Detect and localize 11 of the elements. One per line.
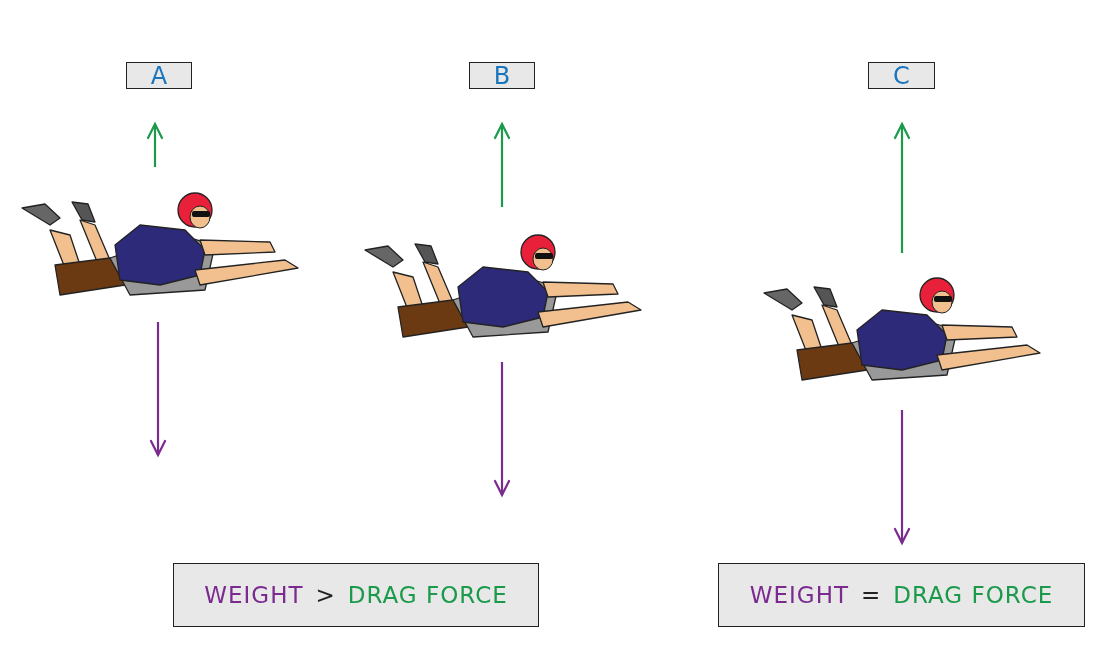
letter-label-box: B: [469, 62, 535, 89]
drag-force-term: DRAG FORCE: [893, 582, 1054, 608]
comparison-sign: =: [861, 582, 882, 608]
equation-box: [173, 563, 539, 627]
letter-label-box: A: [126, 62, 192, 89]
weight-term: WEIGHT: [204, 582, 304, 608]
drag-force-term: DRAG FORCE: [347, 582, 508, 608]
equation-box: [718, 563, 1085, 627]
letter-label-box: C: [868, 62, 935, 89]
weight-term: WEIGHT: [749, 582, 849, 608]
comparison-sign: >: [315, 582, 336, 608]
